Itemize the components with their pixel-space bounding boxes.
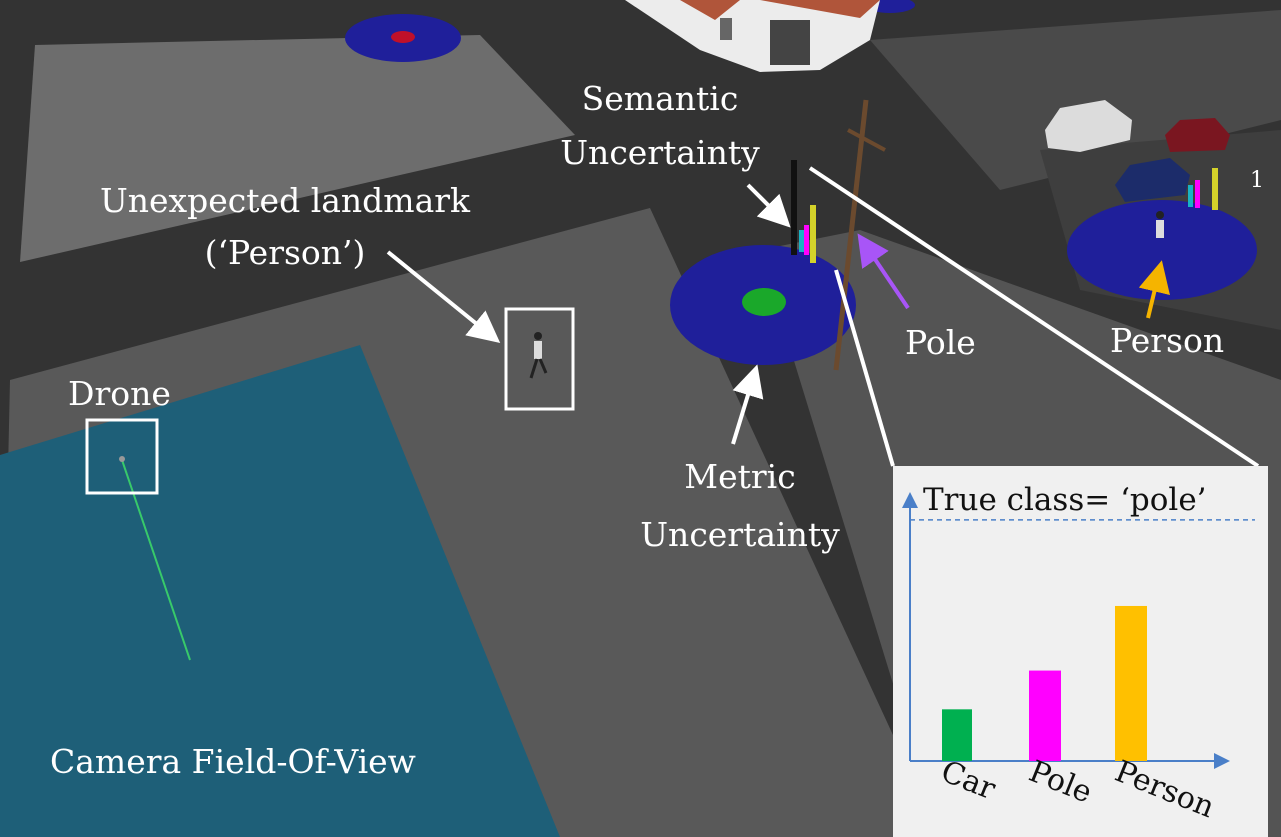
unexpected-label-line2: (‘Person’): [204, 232, 366, 272]
metric-uncertainty-label: Metric Uncertainty: [630, 458, 850, 554]
landmark-marker-red: [391, 31, 415, 43]
bar-car: [942, 709, 972, 761]
pole-label: Pole: [905, 323, 976, 362]
semantic-bars-pole: [791, 160, 816, 263]
pole-model: [833, 99, 869, 371]
person-model: [529, 332, 548, 379]
tick-label-person: Person: [1110, 754, 1219, 825]
semantic-label-line2: Uncertainty: [560, 132, 760, 172]
drone-highlight-box: [85, 418, 159, 495]
car-models: [1045, 100, 1230, 202]
landmark-marker-green: [742, 288, 786, 316]
metric-label-line2: Uncertainty: [640, 514, 840, 554]
zoom-connector-top: [808, 166, 1260, 468]
camera-fov-region: [0, 345, 560, 837]
chart-title: True class= ‘pole’: [923, 482, 1207, 518]
bar-pole: [1029, 670, 1061, 761]
tick-label-pole: Pole: [1024, 754, 1097, 811]
edge-digit-label: 1: [1250, 168, 1264, 193]
drone-label: Drone: [68, 374, 171, 413]
person-model-right: [1156, 211, 1164, 238]
unexpected-landmark-arrow: [386, 250, 501, 344]
semantic-bars-right: [1188, 168, 1218, 210]
unexpected-label-line1: Unexpected landmark: [99, 181, 471, 220]
metric-label-line1: Metric: [684, 457, 796, 496]
semantic-label-line1: Semantic: [581, 79, 739, 118]
person-highlight-box: [504, 307, 575, 411]
uncertainty-disc-right: [1067, 200, 1257, 300]
person-label: Person: [1110, 321, 1225, 360]
bar-person: [1115, 605, 1147, 761]
semantic-uncertainty-arrow: [746, 183, 791, 228]
building-model: [625, 0, 880, 72]
drone-model: [119, 456, 125, 462]
unexpected-landmark-label: Unexpected landmark (‘Person’): [75, 182, 495, 272]
ground-block-top-left: [20, 35, 575, 262]
pole-crossbar: [847, 128, 886, 152]
semantic-uncertainty-label: Semantic Uncertainty: [560, 80, 760, 172]
metric-uncertainty-arrow: [731, 364, 764, 445]
person-arrow: [1138, 260, 1170, 319]
camera-fov-label: Camera Field-Of-View: [50, 742, 416, 781]
pole-arrow: [857, 233, 910, 310]
zoom-connector-bottom: [834, 269, 895, 467]
